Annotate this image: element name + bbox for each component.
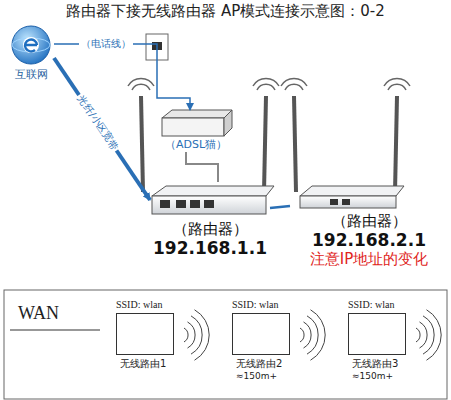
adsl-modem [162,110,232,136]
node-text: 互联网 [8,68,54,82]
node-text: ≈150m+ [222,370,302,382]
node-text: 无线路由2 [222,357,302,370]
node-text: 无线路由3 [338,357,418,370]
globe-icon [12,26,50,64]
diagram-title: 路由器下接无线路由器 AP模式连接示意图：0-2 [0,2,451,21]
device-node: （ADSL猫） [156,110,236,152]
wave-arc [420,322,428,348]
router-1 [128,78,279,214]
wave-arc [304,322,312,348]
wireless-waves [184,310,441,360]
cable-label: 光纤/小区宽带 [73,91,122,155]
wave-arc [311,310,326,360]
wave-arc [191,316,202,354]
node-text: （路由器） [290,212,448,230]
router-2 [281,78,410,208]
wave-arc [188,322,196,348]
ssid-label: SSID: wlan [222,298,302,311]
wireless-router-node: SSID: wlan 无线路由2≈150m+ [222,298,302,382]
ssid-label: SSID: wlan [106,298,186,311]
router-box [116,313,174,355]
wave-arc [416,328,420,342]
cable [270,206,290,208]
node-text: ≈150m+ [338,370,418,382]
bottom-panel [4,290,447,399]
node-text: 无线路由1 [106,357,186,370]
wave-arc [195,310,210,360]
node-text: 192.168.2.1 [290,230,448,250]
wave-arc [184,328,188,342]
wave-arc [427,310,442,360]
wireless-router-node: SSID: wlan 无线路由1 [106,298,186,370]
wireless-router-node: SSID: wlan 无线路由3≈150m+ [338,298,418,382]
cable [54,58,150,200]
node-text: 192.168.1.1 [150,238,270,258]
device-node: 互联网 [8,24,54,82]
cable [186,152,218,182]
node-text: （路由器） [150,220,270,238]
wave-arc [307,316,318,354]
wave-arc [300,328,304,342]
port-label: WAN [18,303,59,324]
device-node: （路由器）192.168.1.1 [150,182,270,258]
router-box [348,313,406,355]
device-node: （路由器）192.168.2.1注意IP地址的变化 [290,182,448,268]
node-text: 注意IP地址的变化 [290,250,448,268]
cable-label: （电话线） [79,37,133,51]
wan-line [10,329,100,330]
router-box [232,313,290,355]
ssid-label: SSID: wlan [338,298,418,311]
node-text: （ADSL猫） [156,138,236,152]
wave-arc [423,316,434,354]
